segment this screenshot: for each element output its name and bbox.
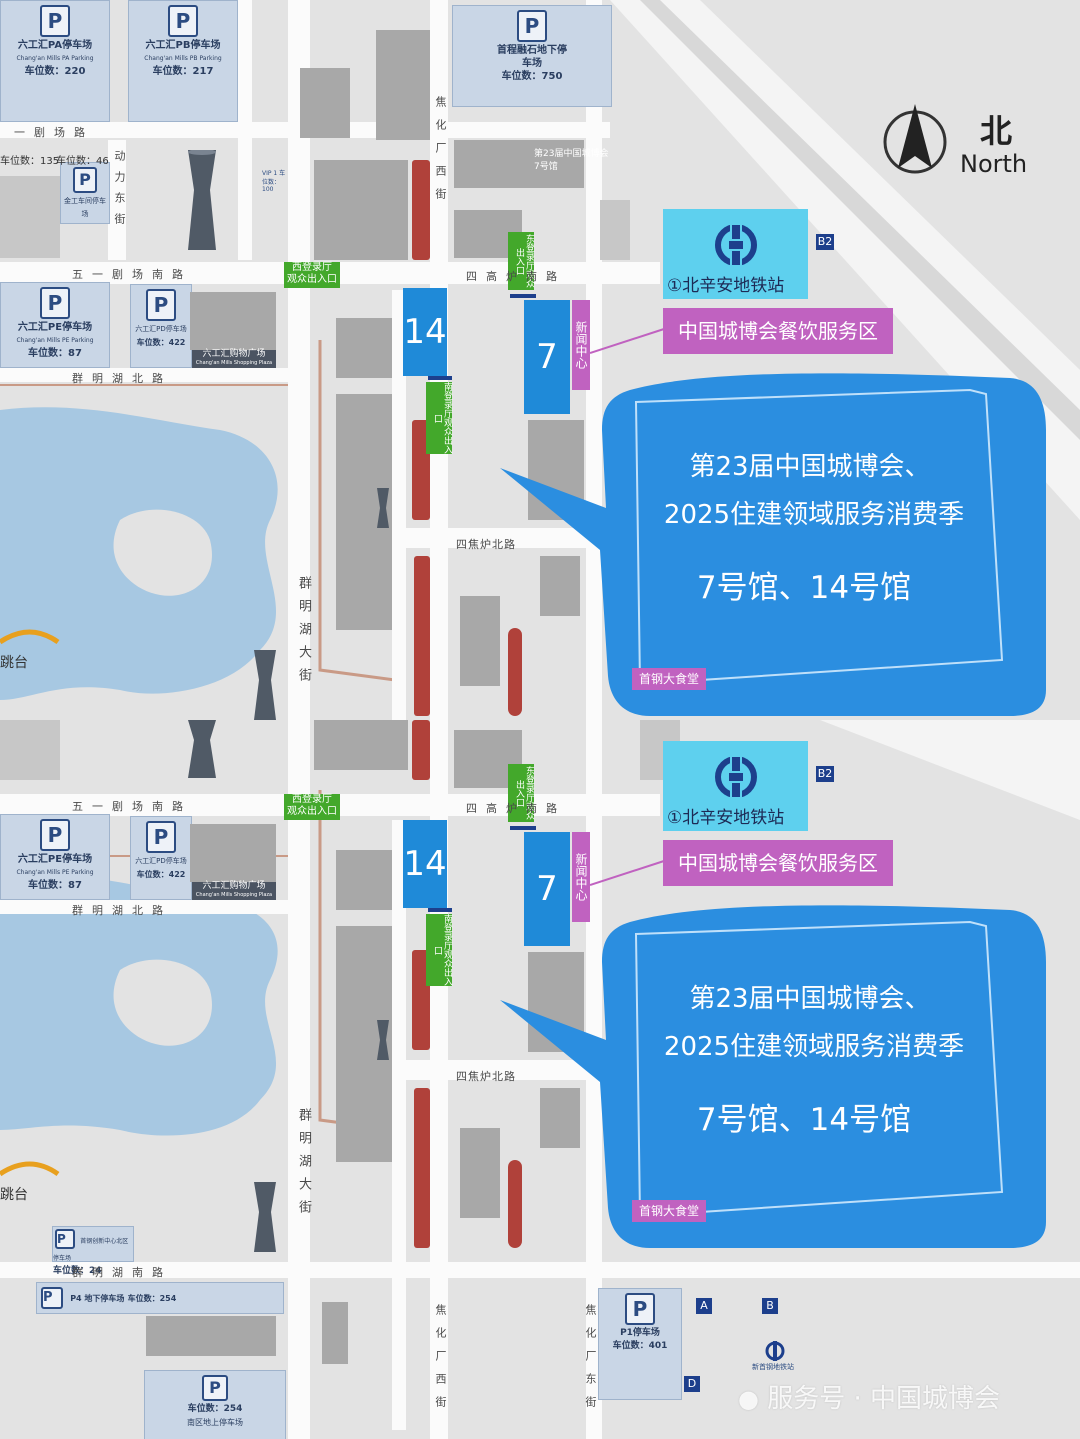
map-section-top: P 六工汇PA停车场 Chang'an Mills PA Parking 车位数… — [0, 0, 1080, 720]
metro-exit-b2[interactable]: B2 — [816, 234, 834, 250]
parking-icon: P — [146, 821, 176, 853]
canteen-copy[interactable]: 首钢大食堂 — [632, 1200, 706, 1222]
parking-icon: P — [40, 5, 70, 37]
exit-b[interactable]: B — [762, 1298, 778, 1314]
tower-icon — [377, 1020, 389, 1060]
dining-area[interactable]: 中国城博会餐饮服务区 — [663, 308, 893, 354]
callout-bubble — [500, 373, 1046, 716]
parking-south: P 车位数：254 南区地上停车场 — [144, 1370, 286, 1439]
hall-7-copy[interactable]: 7 — [524, 832, 570, 946]
parking-icon: P — [517, 10, 547, 42]
parking-pe: P 六工汇PE停车场 Chang'an Mills PE Parking 车位数… — [0, 282, 110, 368]
callout-line1-copy: 第23届中国城博会、 — [689, 984, 931, 1014]
cooling-tower-icon — [254, 1182, 276, 1252]
background-shapes — [0, 720, 1080, 1136]
bridge-icon — [0, 629, 60, 645]
canteen[interactable]: 首钢大食堂 — [632, 668, 706, 690]
tower-icon — [377, 488, 389, 528]
parking-jingong: P 金工车间停车场 — [60, 162, 110, 224]
compass-north-en: North — [960, 150, 1028, 178]
parking-icon: P — [55, 1229, 75, 1249]
parking-icon: P — [168, 5, 198, 37]
exit-a[interactable]: A — [696, 1298, 712, 1314]
parking-p4: P P4 地下停车场 车位数：254 — [36, 1282, 284, 1314]
news-center[interactable]: 新闻中心 — [572, 300, 590, 390]
mall-label: 六工汇购物广场 Chang'an Mills Shopping Plaza — [192, 350, 276, 368]
compass-north-cn: 北 — [980, 112, 1013, 150]
hall-14[interactable]: 14 — [403, 288, 447, 376]
vip-parking: VIP 1 车位数：100 — [262, 170, 286, 193]
exit-d[interactable]: D — [684, 1376, 700, 1392]
parking-icon: P — [625, 1293, 655, 1325]
cooling-tower-icon — [254, 650, 276, 720]
news-center-copy[interactable]: 新闻中心 — [572, 832, 590, 922]
mall-label-2: 六工汇购物广场 Chang'an Mills Shopping Plaza — [192, 882, 276, 900]
cooling-tower-icon — [188, 720, 216, 778]
cooling-tower-icon — [188, 150, 216, 250]
south-entrance-copy[interactable]: 南登录厅观众出入口 — [426, 914, 452, 986]
metro-station-box[interactable]: ①北辛安地铁站 — [663, 209, 808, 299]
compass-icon — [883, 104, 947, 174]
map-section-bottom: P 六工汇PE停车场 Chang'an Mills PE Parking 车位数… — [0, 720, 1080, 1439]
parking-pb: P 六工汇PB停车场 Chang'an Mills PB Parking 车位数… — [128, 0, 238, 122]
callout-line3: 7号馆、14号馆 — [696, 570, 912, 606]
callout-line3-copy: 7号馆、14号馆 — [696, 1102, 912, 1138]
metro-logo-icon — [765, 1341, 785, 1361]
parking-icon: P — [146, 289, 176, 321]
south-entrance[interactable]: 南登录厅观众出入口 — [426, 382, 452, 454]
west-entrance-copy[interactable]: 西登录厅 观众出入口 — [284, 794, 340, 820]
parking-shoucheng: P 首程融石地下停车场 车位数：750 — [452, 5, 612, 107]
east-entrance-copy[interactable]: 东登录厅观众出入口 — [508, 764, 534, 822]
parking-pa: P 六工汇PA停车场 Chang'an Mills PA Parking 车位数… — [0, 0, 110, 122]
callout-line2: 2025住建领域服务消费季 — [663, 500, 965, 530]
parking-pd-2: P 六工汇PD停车场 车位数：422 — [130, 816, 192, 900]
parking-icon: P — [73, 167, 97, 193]
parking-p1: P P1停车场 车位数：401 — [598, 1288, 682, 1400]
west-entrance[interactable]: 西登录厅 观众出入口 — [284, 262, 340, 288]
parking-icon: P — [41, 1287, 63, 1309]
dining-area-copy[interactable]: 中国城博会餐饮服务区 — [663, 840, 893, 886]
callout-bubble — [500, 905, 1046, 1248]
watermark: ● 服务号 · 中国城博会 — [738, 1384, 1001, 1414]
parking-icon: P — [202, 1375, 228, 1401]
parking-icon: P — [40, 287, 70, 319]
hall-7[interactable]: 7 — [524, 300, 570, 414]
parking-pd: P 六工汇PD停车场 车位数：422 — [130, 284, 192, 368]
parking-pe-2: P 六工汇PE停车场 Chang'an Mills PE Parking 车位数… — [0, 814, 110, 900]
parking-icon: P — [40, 819, 70, 851]
metro-logo-icon — [715, 223, 757, 267]
callout-line1: 第23届中国城博会、 — [689, 452, 931, 482]
metro-exit-b2-copy[interactable]: B2 — [816, 766, 834, 782]
hall-14-copy[interactable]: 14 — [403, 820, 447, 908]
metro-station-box-copy[interactable]: ①北辛安地铁站 — [663, 741, 808, 831]
bridge-icon — [0, 1161, 60, 1177]
metro-logo-icon — [715, 755, 757, 799]
parking-north-innovation: P 首钢创新中心北区停车场 车位数：24 — [52, 1226, 134, 1276]
callout-line2-copy: 2025住建领域服务消费季 — [663, 1032, 965, 1062]
east-entrance[interactable]: 东登录厅观众出入口 — [508, 232, 534, 290]
wechat-icon: ● — [738, 1385, 759, 1413]
